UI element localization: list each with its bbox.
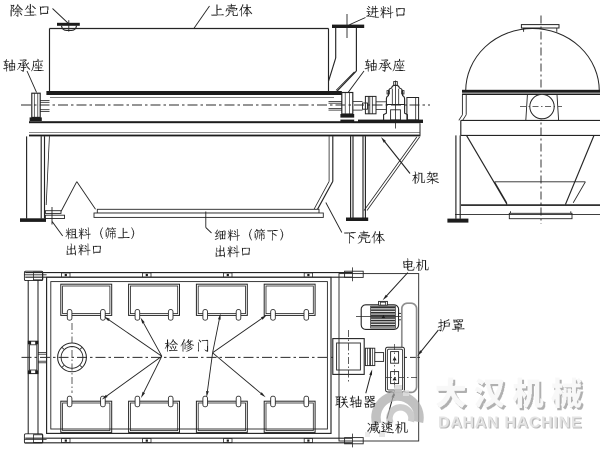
svg-text:DAHAN HACHINE: DAHAN HACHINE xyxy=(438,415,582,432)
svg-text:DAHAN HACHINE: DAHAN HACHINE xyxy=(439,416,583,433)
